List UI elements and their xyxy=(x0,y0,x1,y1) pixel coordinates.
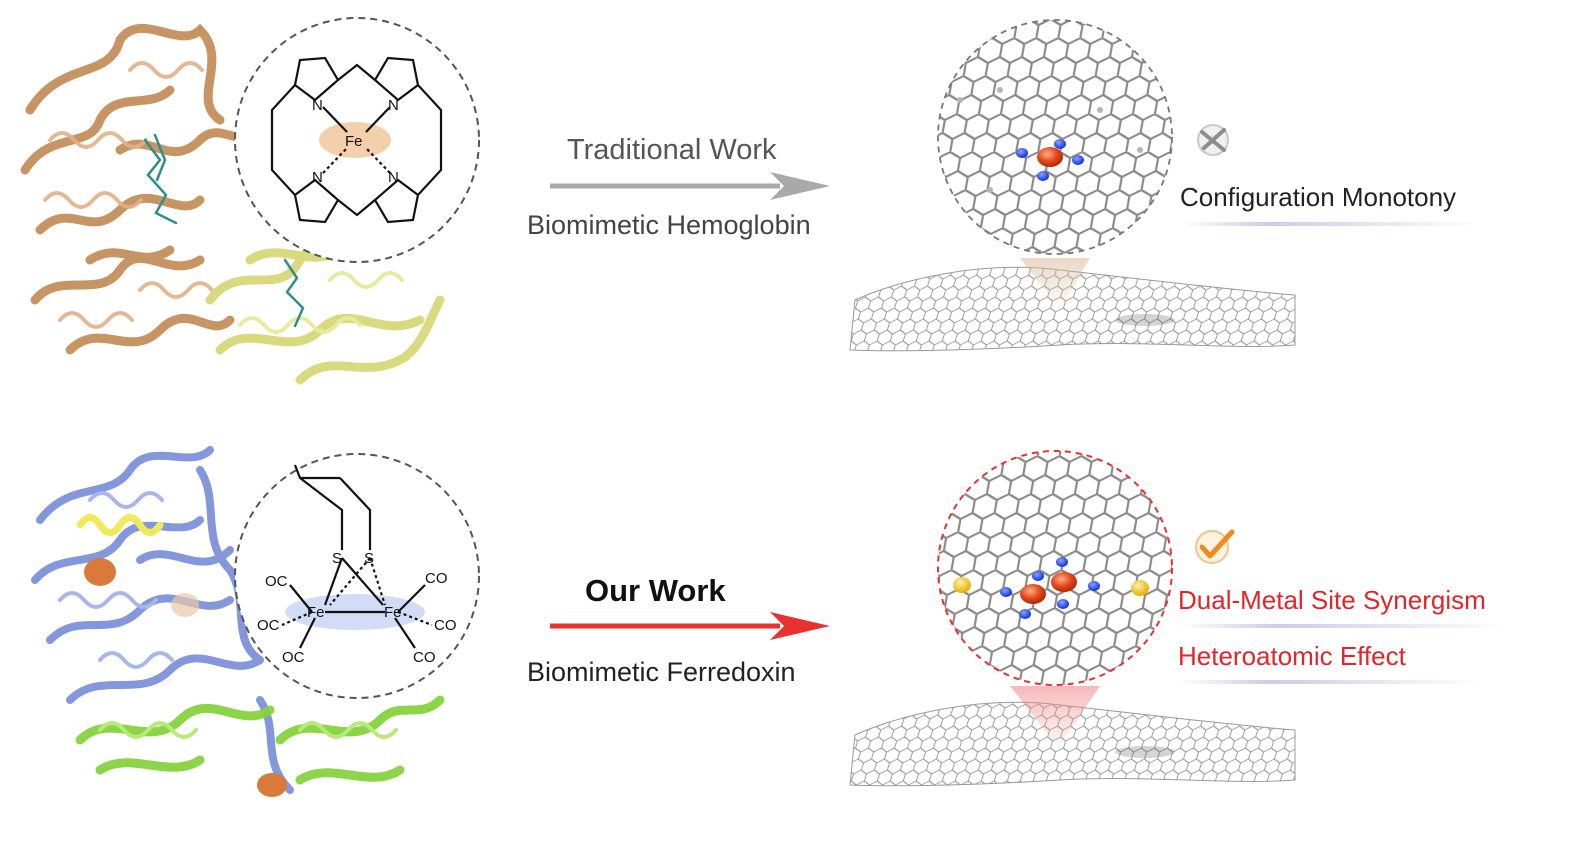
graphene-sheet-top xyxy=(849,258,1296,352)
cluster-ligand-oc3: OC xyxy=(282,649,305,666)
cluster-atom-s1: S xyxy=(332,550,342,567)
cluster-atom-fe1: Fe xyxy=(307,604,325,621)
diiron-cluster-inset: S S Fe Fe OC OC OC CO CO CO xyxy=(234,453,480,699)
cross-mark-icon xyxy=(1197,124,1229,156)
cluster-ligand-oc1: OC xyxy=(265,573,288,590)
check-mark-icon xyxy=(1195,529,1235,564)
cluster-ligand-oc2: OC xyxy=(257,617,280,634)
porphyrin-atom-n4: N xyxy=(388,169,399,186)
our-work-arrow xyxy=(550,612,830,640)
cluster-ligand-co6: CO xyxy=(413,649,436,666)
dual-atom-inset-bottom xyxy=(937,450,1173,686)
single-atom-inset-top xyxy=(937,19,1173,255)
cluster-atom-fe2: Fe xyxy=(384,604,402,621)
porphyrin-atom-n2: N xyxy=(388,97,399,114)
dual-metal-site-synergism-label: Dual-Metal Site Synergism xyxy=(1178,585,1486,615)
porphyrin-atom-fe: Fe xyxy=(345,133,363,150)
heteroatomic-effect-label: Heteroatomic Effect xyxy=(1178,641,1406,671)
traditional-work-label: Traditional Work xyxy=(567,134,777,166)
porphyrin-inset: N N N N Fe xyxy=(234,17,480,263)
heteroatomic-underline xyxy=(1180,680,1480,684)
cluster-ligand-co5: CO xyxy=(434,617,457,634)
graphene-sheet-bottom xyxy=(849,686,1296,787)
biomimetic-hemoglobin-label: Biomimetic Hemoglobin xyxy=(527,210,811,240)
ferredoxin-protein-ribbon xyxy=(31,446,445,797)
our-work-label: Our Work xyxy=(585,573,726,608)
porphyrin-atom-n1: N xyxy=(312,97,323,114)
cluster-atom-s2: S xyxy=(364,550,374,567)
cluster-ligand-co4: CO xyxy=(425,570,448,587)
configuration-monotony-underline xyxy=(1180,222,1480,226)
porphyrin-atom-n3: N xyxy=(312,169,323,186)
dual-metal-underline xyxy=(1180,624,1510,628)
biomimetic-ferredoxin-label: Biomimetic Ferredoxin xyxy=(527,657,796,687)
configuration-monotony-label: Configuration Monotony xyxy=(1180,182,1457,212)
traditional-work-arrow xyxy=(550,172,830,200)
